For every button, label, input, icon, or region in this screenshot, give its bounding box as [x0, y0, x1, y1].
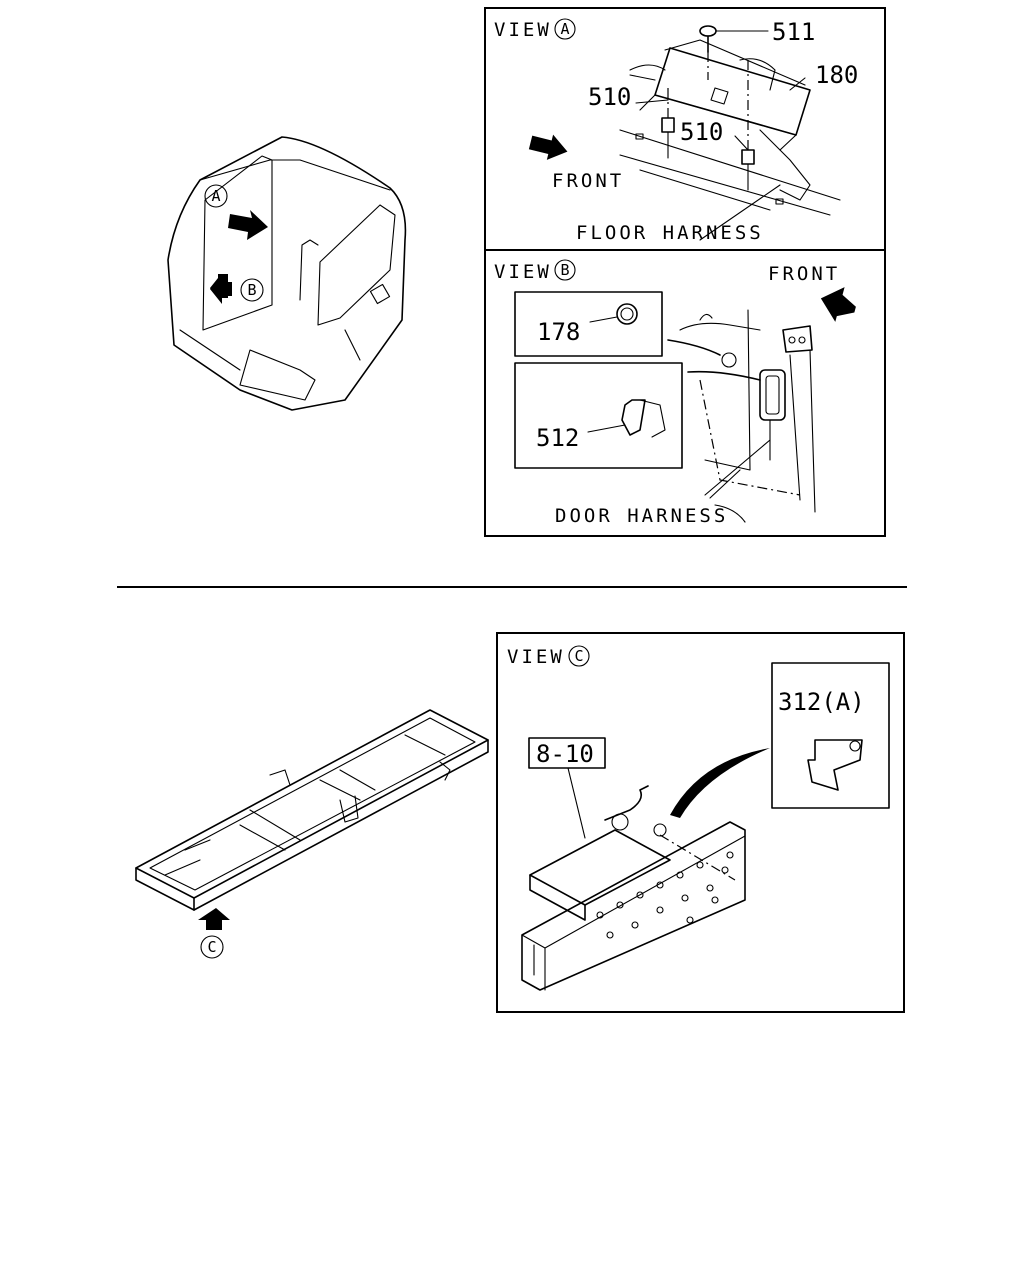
part-312a: 312(A) — [778, 688, 865, 716]
inset-512 — [514, 362, 683, 469]
view-ab-panel — [484, 7, 886, 537]
part-178: 178 — [537, 318, 580, 346]
inset-312a — [771, 662, 890, 809]
view-c-letter: C — [574, 647, 583, 665]
door-harness-label: DOOR HARNESS — [555, 505, 728, 527]
view-c: VIEW C 312(A) 8-10 — [507, 645, 890, 991]
part-511: 511 — [772, 18, 815, 46]
part-8-10: 8-10 — [536, 740, 594, 768]
view-a-title: VIEW — [494, 19, 552, 41]
arrow-icon — [198, 908, 230, 930]
cab-marker-b: B — [247, 281, 256, 299]
view-a: VIEW A 511 180 510 510 FRONT FLOOR HARNE… — [494, 18, 858, 244]
cab-illustration: A B — [167, 136, 407, 411]
part-180: 180 — [815, 61, 858, 89]
view-a-front-label: FRONT — [552, 170, 624, 192]
inset-178 — [514, 291, 663, 357]
view-b-title: VIEW — [494, 261, 552, 283]
part-8-10-box — [528, 737, 606, 769]
cab-marker-a: A — [211, 187, 220, 205]
view-c-panel — [496, 632, 905, 1013]
view-c-title: VIEW — [507, 646, 565, 668]
part-510-right: 510 — [680, 118, 723, 146]
view-a-letter: A — [560, 20, 569, 38]
view-b: VIEW B FRONT 178 512 DOOR HARN — [494, 259, 856, 527]
front-arrow-icon — [528, 134, 568, 160]
frame-marker-c: C — [207, 938, 216, 956]
arrow-icon — [210, 274, 232, 304]
part-512: 512 — [536, 424, 579, 452]
front-arrow-icon — [820, 287, 856, 322]
floor-harness-label: FLOOR HARNESS — [576, 222, 764, 244]
part-510-left: 510 — [588, 83, 631, 111]
frame-illustration: C — [135, 709, 489, 959]
arrow-icon — [228, 210, 268, 240]
view-b-front-label: FRONT — [768, 263, 840, 285]
view-b-letter: B — [560, 261, 569, 279]
